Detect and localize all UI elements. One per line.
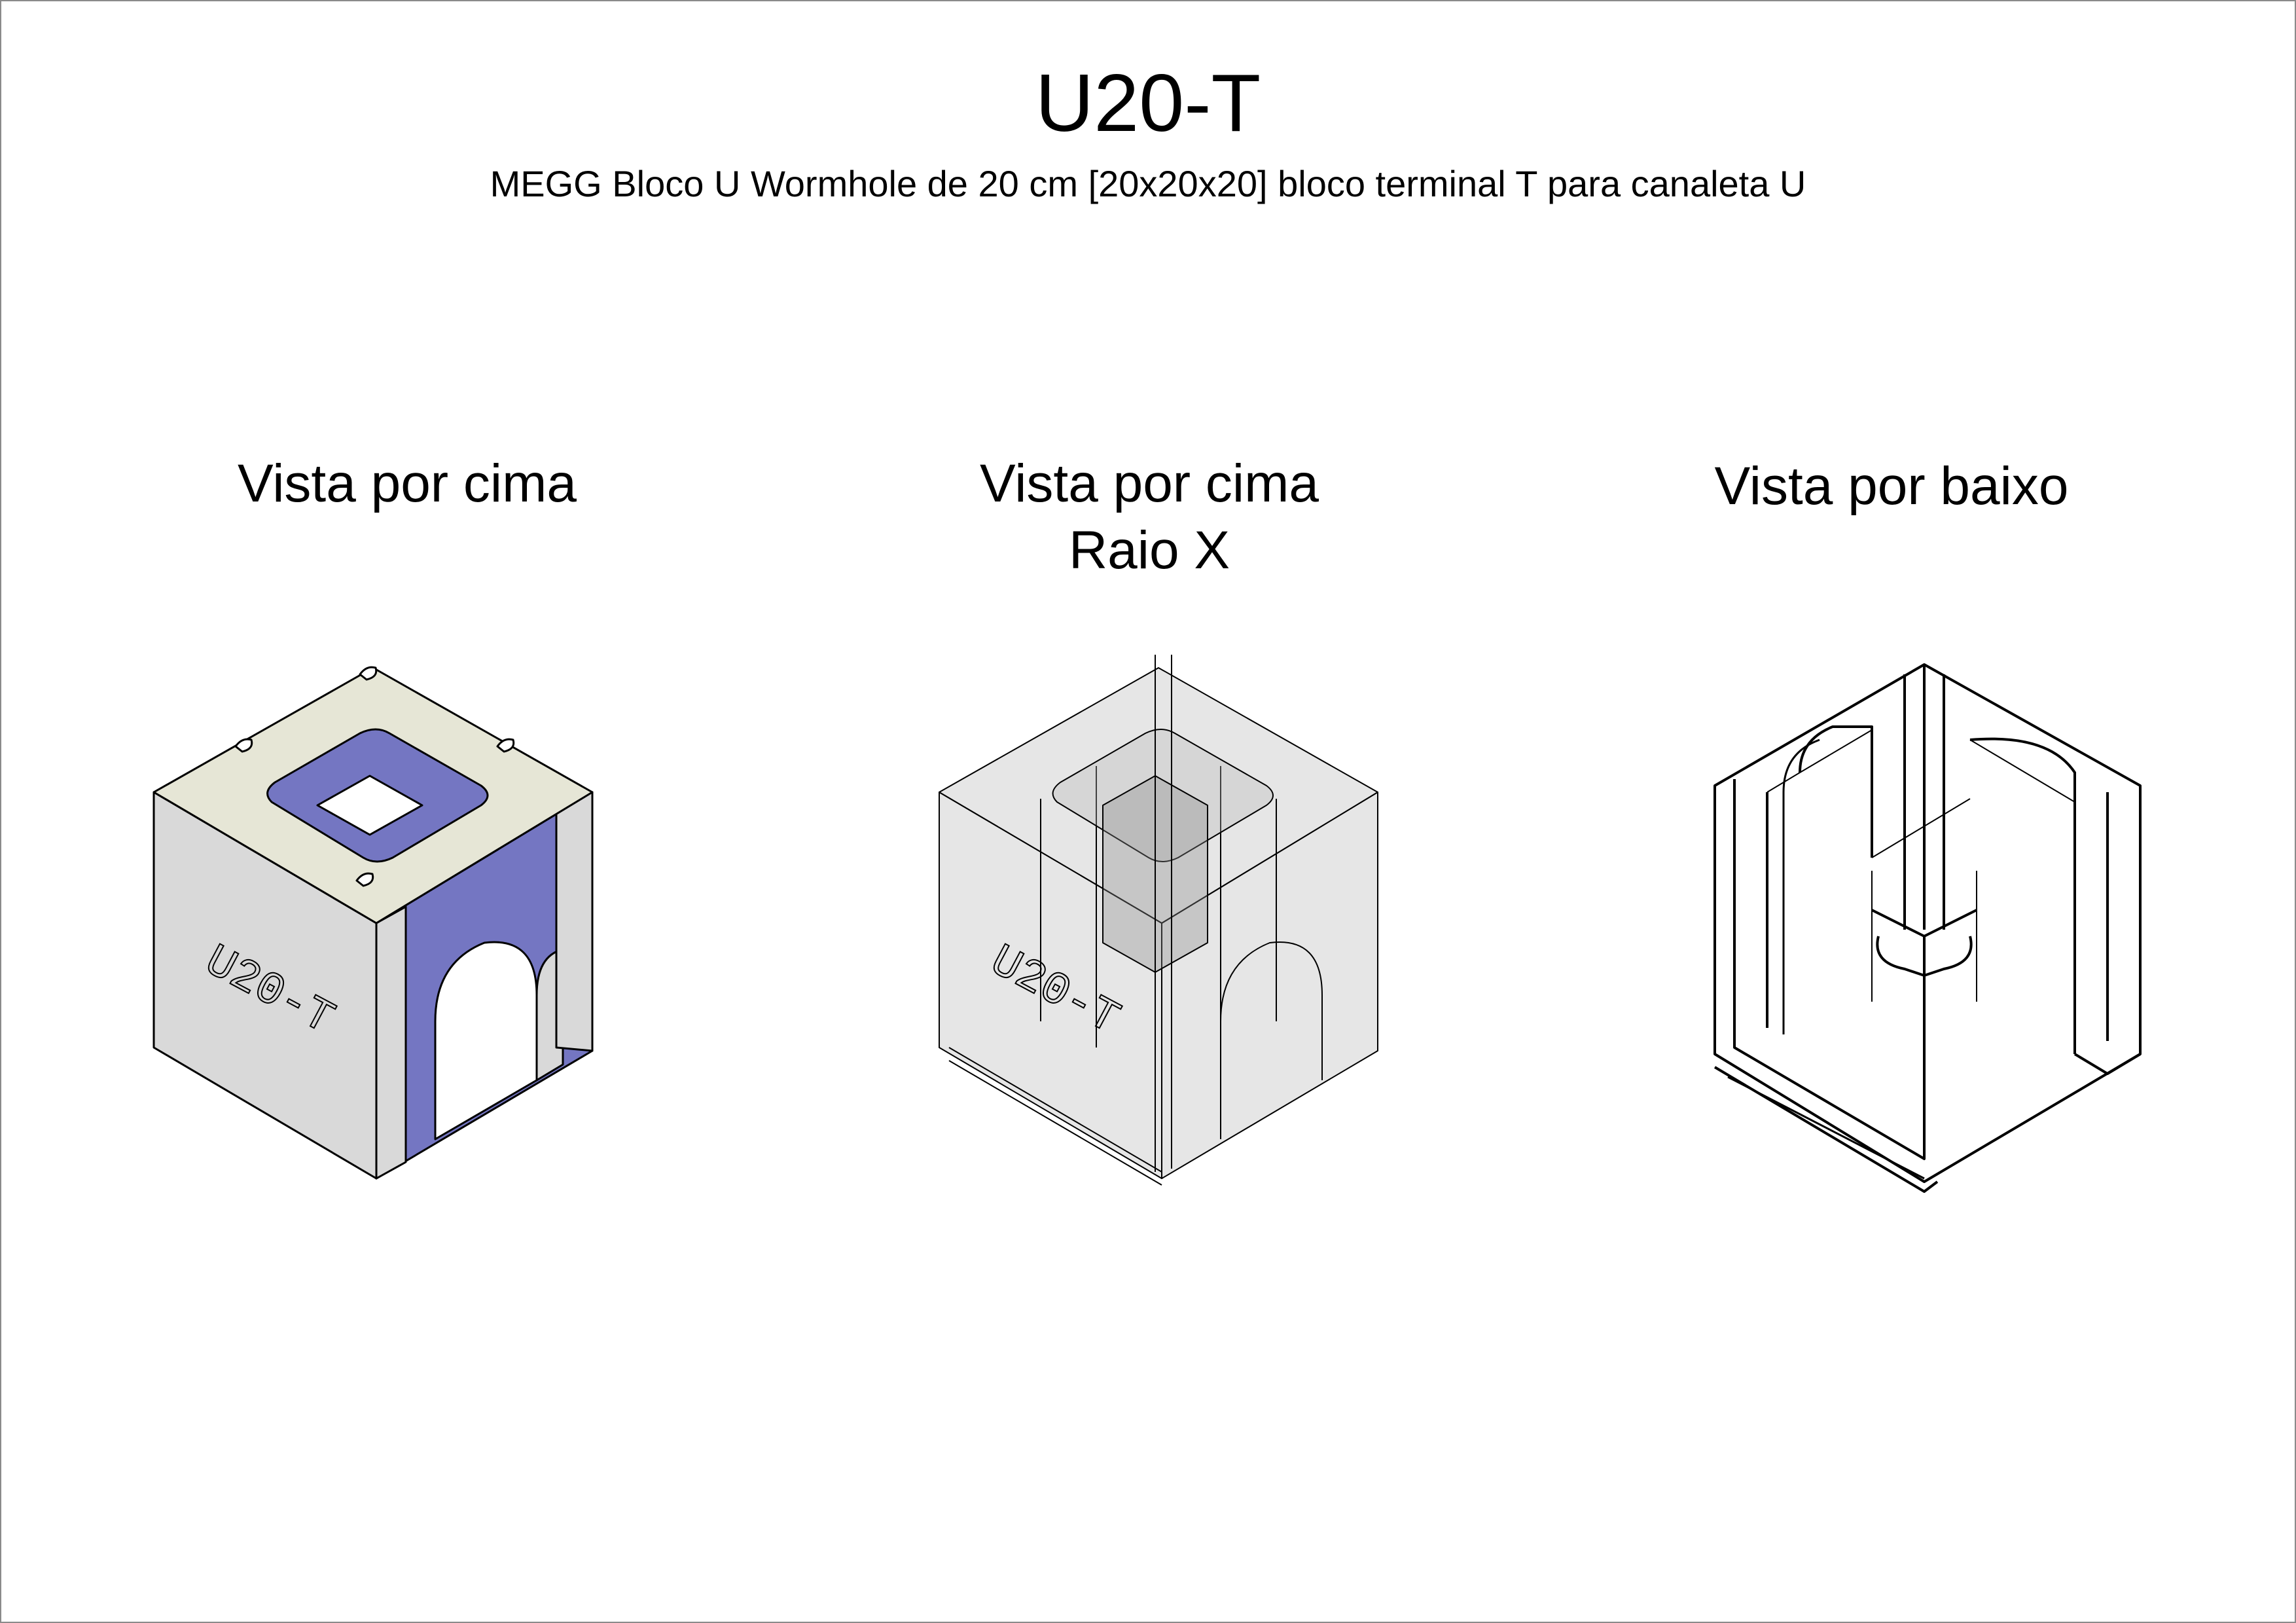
- block-xray-top-view: U20-T: [939, 655, 1378, 1186]
- view-label-bottom: Vista por baixo: [1597, 453, 2186, 520]
- page-title: U20-T: [1035, 58, 1261, 149]
- view-label-xray-line2: Raio X: [1068, 520, 1230, 580]
- view-label-bottom-line1: Vista por baixo: [1714, 456, 2069, 516]
- block-wireframe-bottom-view: [1713, 663, 2142, 1193]
- block-shaded-top-view: U20-T: [152, 666, 594, 1180]
- view-label-xray-line1: Vista por cima: [979, 454, 1319, 513]
- block-arch-opening: [434, 941, 538, 1140]
- view-label-top-line1: Vista por cima: [237, 454, 577, 513]
- xray-top-face: [939, 667, 1378, 924]
- view-label-xray: Vista por cima Raio X: [855, 450, 1444, 584]
- view-label-top: Vista por cima: [113, 450, 702, 517]
- page-subtitle: MEGG Bloco U Wormhole de 20 cm [20x20x20…: [490, 163, 1806, 204]
